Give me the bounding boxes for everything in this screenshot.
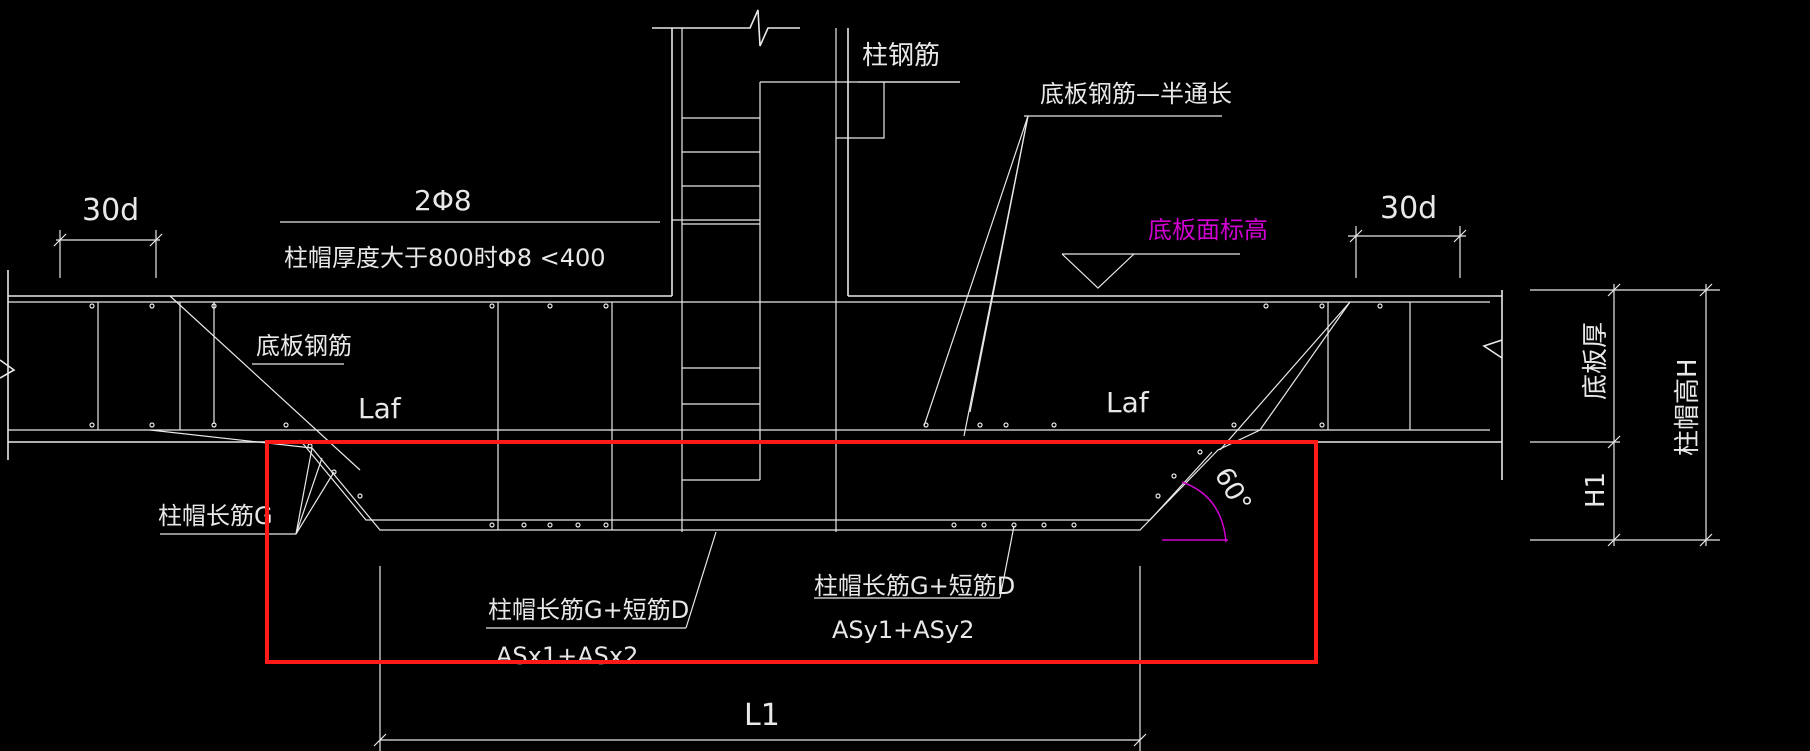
slab-rebar-half-label: 底板钢筋—半通长: [1040, 80, 1232, 108]
slab-top-elev-label: 底板面标高: [1148, 216, 1268, 244]
slab-thickness-label: 底板厚: [1581, 322, 1611, 400]
asx-label: ASx1+ASx2: [496, 642, 638, 670]
cap-long-bar-g-leader: [160, 447, 335, 535]
dim-30d-right: 30d: [1348, 191, 1467, 278]
cap-bars-y-label: 柱帽长筋G+短筋D: [814, 572, 1015, 600]
column-outline: [652, 9, 849, 532]
dim-30d-right-label: 30d: [1380, 191, 1437, 226]
column-stirrups: [672, 81, 960, 481]
rebar-2phi8-label: 2Φ8: [414, 184, 472, 217]
column-rebar-leader: [836, 81, 960, 139]
laf-left-label: Laf: [358, 392, 402, 425]
h1-label: H1: [1581, 472, 1611, 508]
dim-30d-left: 30d: [53, 193, 163, 278]
dim-right-vertical: 底板厚 H1 柱帽高H: [1530, 283, 1720, 547]
cap-bars-x-label: 柱帽长筋G+短筋D: [488, 596, 689, 624]
laf-right-label: Laf: [1106, 386, 1150, 419]
slab-top-rebar: [8, 301, 1490, 431]
cap-note-label: 柱帽厚度大于800时Φ8 <400: [284, 244, 606, 272]
slab-top-elevation-symbol: 底板面标高: [1061, 216, 1268, 289]
highlight-box: [265, 440, 1318, 664]
dim-l1: L1: [373, 566, 1147, 751]
column-rebar-label: 柱钢筋: [862, 41, 940, 71]
cap-height-h-label: 柱帽高H: [1673, 358, 1703, 456]
cap-bars-y-leader: [814, 525, 1015, 599]
slab-rebar-label: 底板钢筋: [256, 332, 352, 360]
slab-vertical-ties: [97, 302, 1411, 530]
angle-label: 60°: [1208, 463, 1257, 518]
dim-30d-left-label: 30d: [82, 193, 139, 228]
dim-l1-label: L1: [744, 698, 780, 733]
cap-long-bar-g-label: 柱帽长筋G: [158, 502, 273, 530]
cap-bars-x-leader: [486, 531, 717, 629]
slab-rebar-half-leader: [923, 115, 1222, 437]
angle-60-mark: 60°: [1162, 463, 1257, 543]
asy-label: ASy1+ASy2: [832, 616, 974, 644]
